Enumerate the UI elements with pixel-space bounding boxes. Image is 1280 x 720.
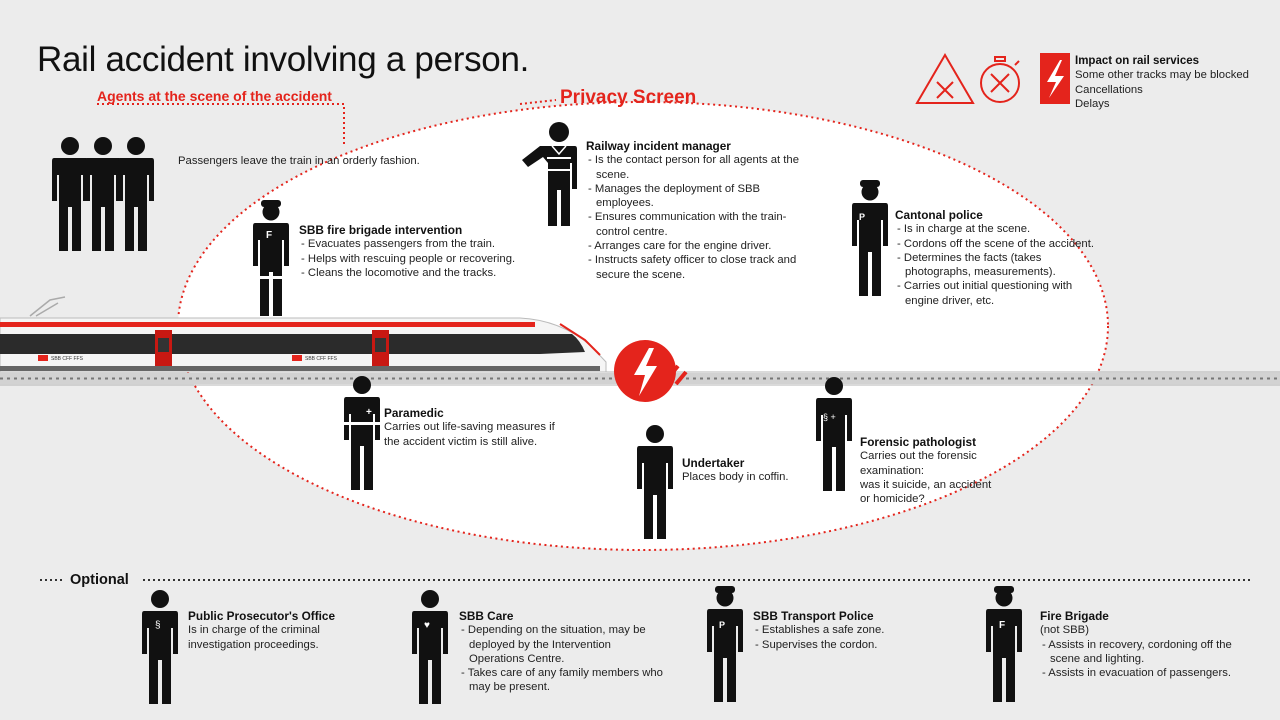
- list-item: Carries out initial questioning with eng…: [895, 279, 1105, 308]
- cantonal-police-title: Cantonal police: [895, 208, 983, 222]
- prosecutor-figure: §: [142, 590, 178, 704]
- prosecutor-text: Public Prosecutor's Office Is in charge …: [188, 609, 388, 652]
- warning-triangle-icon: [915, 53, 975, 104]
- impact-block: Impact on rail services Some other track…: [1075, 54, 1249, 111]
- undertaker-title: Undertaker: [682, 456, 745, 470]
- train-logo-2: SBB CFF FFS: [305, 356, 338, 362]
- list-item: Cleans the locomotive and the tracks.: [299, 266, 544, 280]
- paramedic-badge: +: [366, 407, 372, 418]
- care-badge: ♥: [424, 620, 430, 631]
- list-item: Establishes a safe zone.: [753, 623, 953, 637]
- fire-brigade-figure: F: [986, 586, 1022, 702]
- sbb-care-figure: ♥: [412, 590, 448, 704]
- lightning-impact-icon: [1040, 53, 1070, 104]
- incident-manager-text: Railway incident manager Is the contact …: [586, 139, 816, 282]
- forensic-line: or homicide?: [860, 493, 925, 506]
- passengers-figure: [52, 137, 154, 251]
- list-item: Depending on the situation, may be deplo…: [459, 623, 664, 666]
- list-item: Assists in recovery, cordoning off the s…: [1040, 638, 1255, 667]
- paramedic-line: the accident victim is still alive.: [384, 435, 538, 448]
- passengers-line: orderly fashion.: [342, 155, 420, 167]
- sbb-care-title: SBB Care: [459, 609, 514, 623]
- undertaker-line: Places body in coffin.: [682, 471, 789, 484]
- list-item: Supervises the cordon.: [753, 638, 953, 652]
- fire-brigade-subtitle: (not SBB): [1040, 624, 1089, 637]
- paramedic-title: Paramedic: [384, 406, 444, 420]
- fire-brigade-title: Fire Brigade: [1040, 609, 1109, 623]
- sbb-fire-brigade-figure: F: [253, 200, 289, 316]
- list-item: Evacuates passengers from the train.: [299, 237, 544, 251]
- transport-police-text: SBB Transport Police Establishes a safe …: [753, 609, 953, 652]
- fire-brigade-badge: F: [999, 620, 1005, 631]
- accident-icon: [614, 340, 688, 402]
- prosecutor-line: investigation proceedings.: [188, 638, 319, 651]
- undertaker-text: Undertaker Places body in coffin.: [682, 456, 812, 485]
- cantonal-police-figure: P: [852, 180, 888, 296]
- paramedic-figure: +: [344, 376, 380, 490]
- transport-police-title: SBB Transport Police: [753, 609, 874, 623]
- list-item: Instructs safety officer to close track …: [586, 253, 816, 282]
- police-badge: P: [859, 212, 865, 222]
- list-item: Ensures communication with the train-con…: [586, 210, 816, 239]
- passengers-line: Passengers leave: [178, 155, 268, 167]
- paramedic-text: Paramedic Carries out life-saving measur…: [384, 406, 584, 449]
- list-item: Helps with rescuing people or recovering…: [299, 252, 544, 266]
- passengers-line: the train in an: [270, 155, 340, 167]
- prosecutor-line: Is in charge of the criminal: [188, 624, 320, 637]
- list-item: Manages the deployment of SBB employees.: [586, 182, 816, 211]
- transport-police-badge: P: [719, 620, 725, 630]
- impact-line: Delays: [1075, 97, 1110, 110]
- transport-police-figure: P: [707, 586, 743, 702]
- forensic-pathologist-text: Forensic pathologist Carries out the for…: [860, 435, 1020, 506]
- list-item: Assists in evacuation of passengers.: [1040, 666, 1255, 680]
- stopwatch-cancel-icon: [980, 56, 1020, 103]
- prosecutor-title: Public Prosecutor's Office: [188, 609, 336, 623]
- impact-line: Cancellations: [1075, 83, 1143, 96]
- incident-manager-figure: [522, 122, 577, 226]
- impact-title: Impact on rail services: [1075, 55, 1200, 67]
- incident-manager-title: Railway incident manager: [586, 139, 731, 153]
- fire-badge: F: [266, 230, 272, 241]
- list-item: Is in charge at the scene.: [895, 222, 1105, 236]
- paramedic-line: Carries out life-saving measures if: [384, 421, 555, 434]
- list-item: Determines the facts (takes photographs,…: [895, 251, 1105, 280]
- forensic-line: Carries out the forensic: [860, 450, 977, 463]
- list-item: Cordons off the scene of the accident.: [895, 237, 1105, 251]
- optional-label: Optional: [70, 572, 129, 588]
- forensic-title: Forensic pathologist: [860, 435, 977, 449]
- train-icon: SBB CFF FFS SBB CFF FFS: [0, 317, 607, 373]
- forensic-pathologist-figure: § +: [816, 377, 852, 491]
- impact-line: Some other tracks may be blocked: [1075, 69, 1249, 82]
- list-item: Is the contact person for all agents at …: [586, 153, 816, 182]
- fire-brigade-text: Fire Brigade (not SBB) Assists in recove…: [1040, 609, 1255, 680]
- prosecutor-badge: §: [155, 620, 161, 631]
- forensic-line: examination:: [860, 464, 925, 477]
- privacy-screen-label: Privacy Screen: [560, 87, 697, 108]
- forensic-line: was it suicide, an accident: [860, 478, 992, 491]
- cantonal-police-text: Cantonal police Is in charge at the scen…: [895, 208, 1105, 308]
- agents-heading: Agents at the scene of the accident: [97, 88, 332, 104]
- passengers-text: Passengers leave the train in an orderly…: [178, 154, 420, 168]
- page-title: Rail accident involving a person.: [37, 40, 530, 79]
- list-item: Arranges care for the engine driver.: [586, 239, 816, 253]
- sbb-fire-brigade-text: SBB fire brigade intervention Evacuates …: [299, 223, 544, 280]
- train-logo-1: SBB CFF FFS: [51, 356, 84, 362]
- list-item: Takes care of any family members who may…: [459, 666, 664, 695]
- sbb-care-text: SBB Care Depending on the situation, may…: [459, 609, 664, 695]
- sbb-fire-brigade-title: SBB fire brigade intervention: [299, 223, 463, 237]
- forensic-badge: § +: [823, 412, 836, 422]
